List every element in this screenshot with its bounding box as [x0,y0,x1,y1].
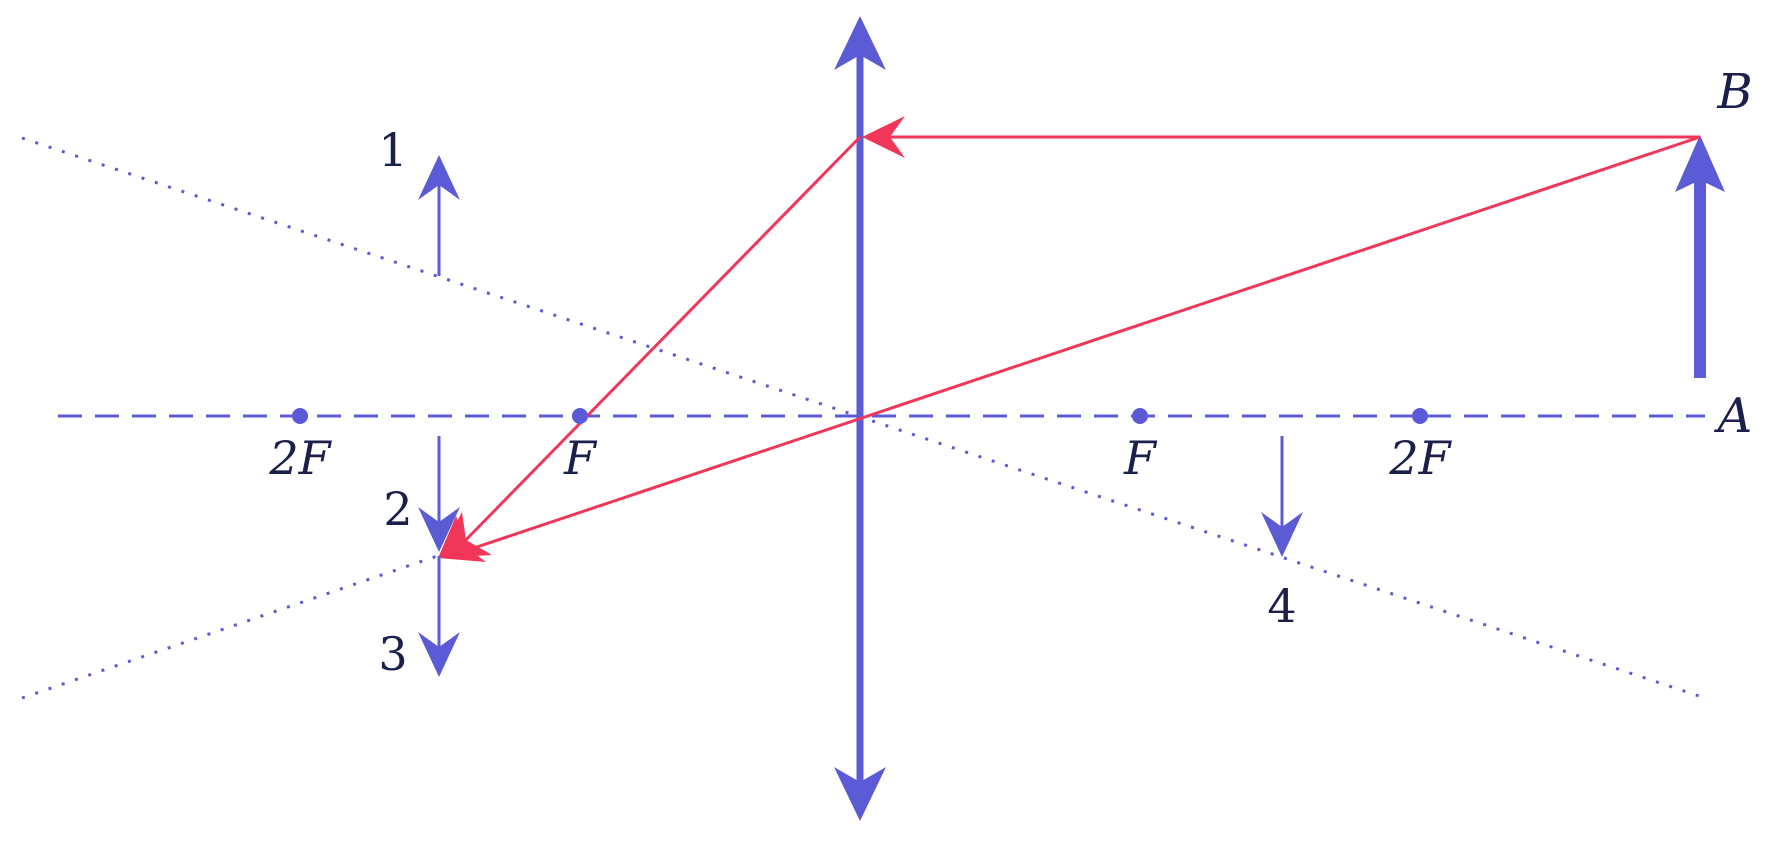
option-label-1: 1 [378,123,407,177]
lens-bottom-arrowhead [834,767,886,821]
option-label-2: 2 [383,482,412,536]
option-arrowhead-3 [418,632,460,677]
option-label-4: 4 [1267,579,1296,633]
focal-label-right-2f: 2F [1388,431,1452,485]
point-label-a: A [1714,388,1753,444]
focal-label-left-f: F [563,431,598,485]
lens-top-arrowhead [834,16,886,70]
ray-parallel-arrowhead [862,116,905,158]
focal-dot-right-f [1132,408,1148,424]
dotted-line-upper-left [21,136,1706,700]
option-arrowhead-1 [418,155,460,200]
option-arrowhead-2 [418,507,460,552]
option-label-3: 3 [378,627,407,681]
ray-parallel-refracted [456,135,862,550]
focal-dot-right-2f [1412,408,1428,424]
ray-through-center [461,135,1701,554]
option-arrowhead-4 [1261,512,1303,557]
object-arrowhead [1675,135,1725,192]
focal-dot-left-2f [292,408,308,424]
focal-dot-left-f [572,408,588,424]
image-arrowhead-red-2 [438,512,492,558]
dotted-line-lower-left [21,553,441,700]
point-label-b: B [1716,64,1752,120]
focal-label-right-f: F [1123,431,1158,485]
focal-label-left-2f: 2F [268,431,332,485]
